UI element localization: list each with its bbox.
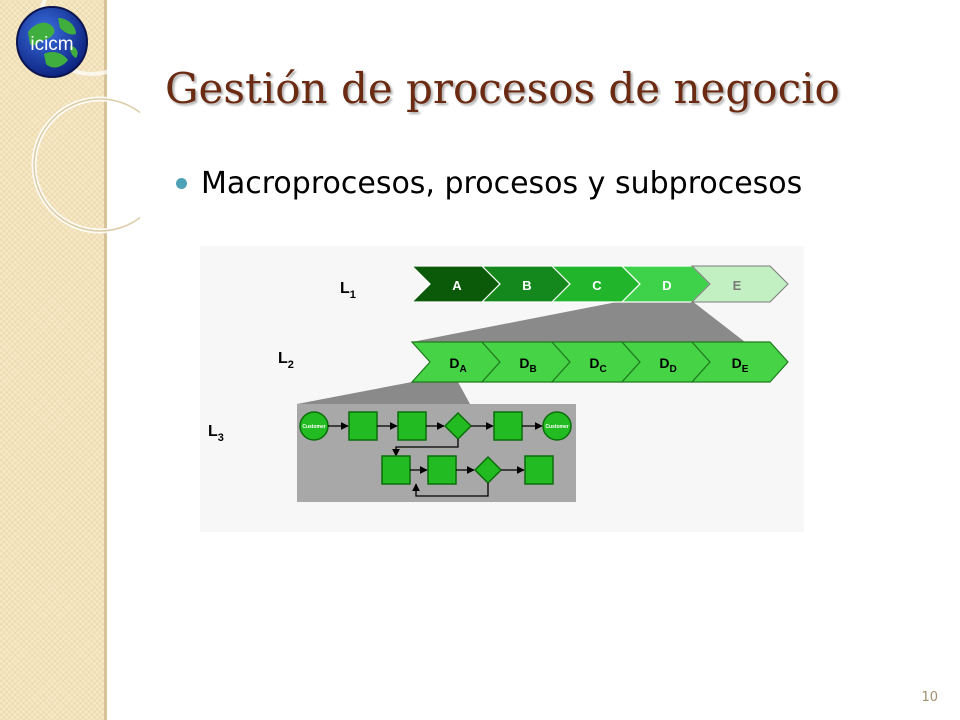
l1-step-d-label: D (662, 278, 671, 293)
slide-title: Gestión de procesos de negocio (165, 64, 840, 113)
customer-end-event (542, 411, 572, 441)
l3-task-3 (493, 411, 523, 441)
l1-step-a-label: A (452, 278, 462, 293)
l2-step-de (690, 341, 789, 383)
l3-detail-panel (297, 404, 576, 502)
page-number: 10 (921, 690, 938, 705)
l1-step-e (690, 265, 789, 303)
l1-step-b-label: B (522, 278, 531, 293)
l3-task-5 (427, 455, 457, 485)
l3-task-6 (524, 455, 554, 485)
level-label-3: L3 (208, 423, 224, 444)
process-hierarchy-diagram: L1 L2 L3 A B C D E DA DB DC DD DE (200, 246, 804, 532)
bullet-text: Macroprocesos, procesos y subprocesos (201, 166, 803, 201)
customer-start-label: Customer (302, 424, 325, 430)
l2-step-dc-label: DC (589, 355, 606, 375)
sidebar-divider (104, 0, 107, 720)
level-label-2: L2 (278, 350, 294, 371)
icicm-logo: icicm (14, 4, 90, 80)
l3-task-2 (397, 411, 427, 441)
l2-step-da-label: DA (449, 355, 466, 375)
l1-step-c-label: C (592, 278, 602, 293)
level-label-1: L1 (340, 280, 356, 301)
zoom-funnel-l2-l3 (297, 382, 470, 404)
bullet-item: Macroprocesos, procesos y subprocesos (176, 166, 802, 201)
zoom-funnel-l1-l2 (412, 301, 745, 342)
customer-end-label: Customer (545, 424, 568, 430)
bullet-marker (176, 178, 187, 189)
l1-step-e-label: E (733, 278, 742, 293)
l2-step-db-label: DB (519, 355, 536, 375)
logo-text: icicm (30, 34, 73, 55)
globe-icon: icicm (16, 6, 88, 78)
l3-task-1 (348, 411, 378, 441)
l3-task-4 (381, 455, 411, 485)
l2-step-de-label: DE (732, 355, 749, 375)
l2-step-dd-label: DD (659, 355, 676, 375)
